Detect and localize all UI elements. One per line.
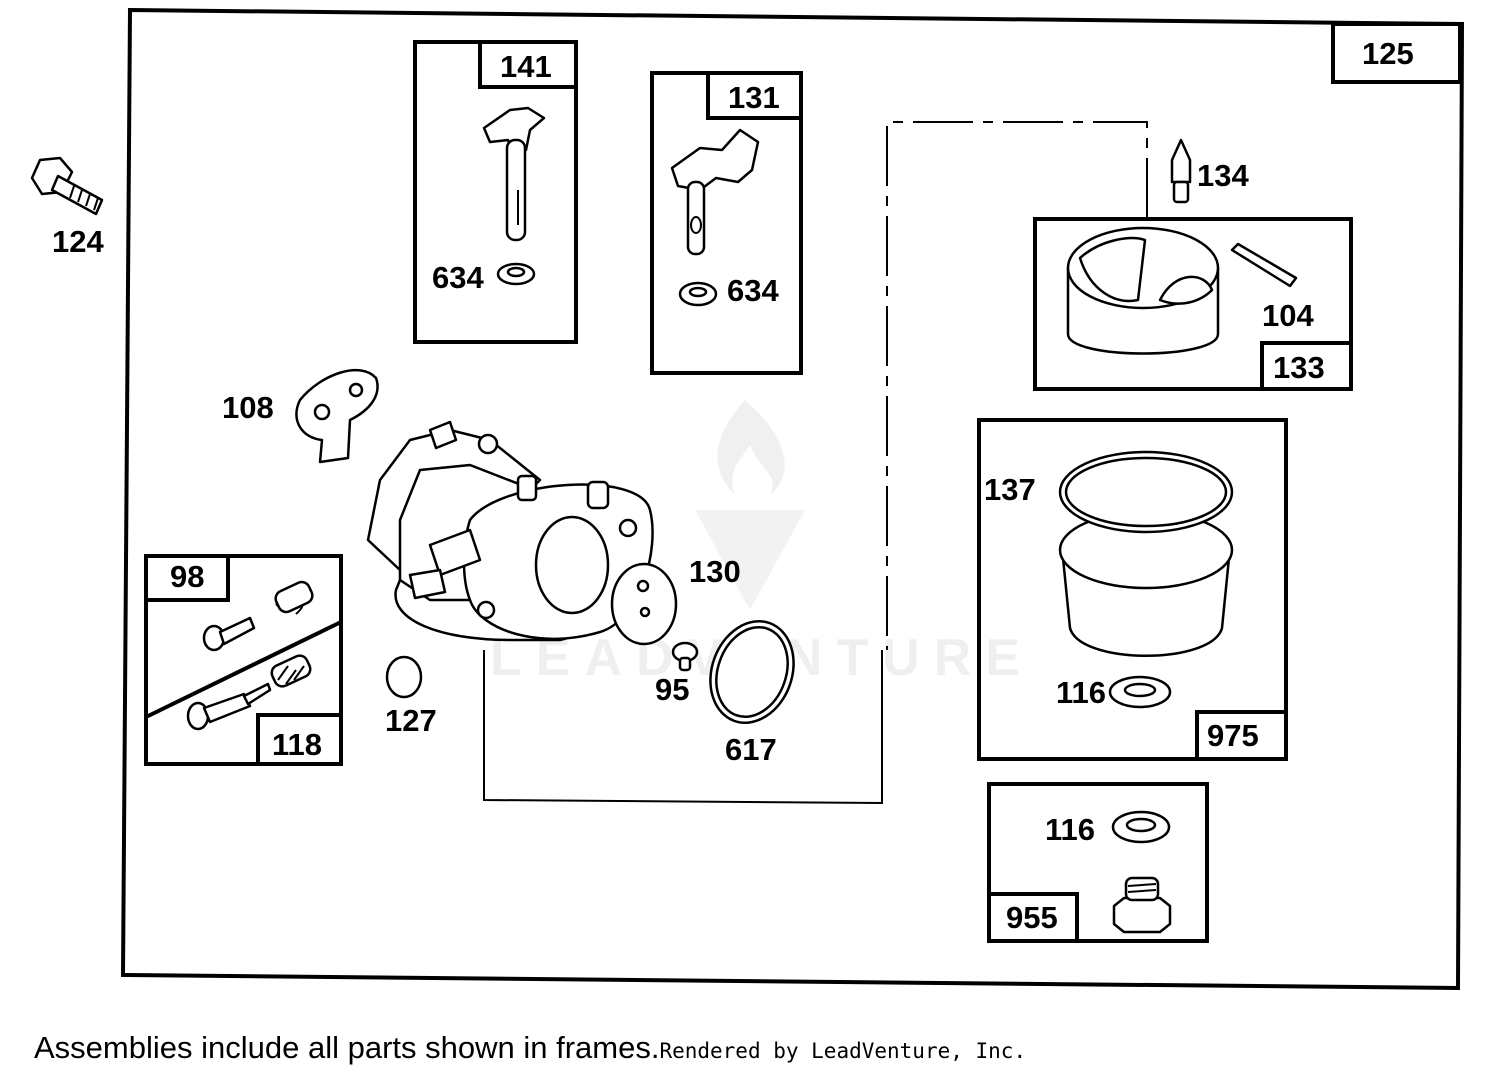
callout-98: 98 — [170, 559, 204, 594]
choke-shaft-131-part — [670, 128, 760, 256]
v-logo-icon — [695, 510, 805, 610]
callout-95: 95 — [655, 672, 689, 707]
dashed-group-outline — [886, 121, 1148, 650]
label-box-98 — [144, 554, 230, 602]
callout-955: 955 — [1006, 900, 1058, 935]
divider-98-118 — [145, 620, 342, 719]
callout-108: 108 — [222, 390, 274, 425]
assembly-note: Assemblies include all parts shown in fr… — [34, 1030, 660, 1065]
washer-116-b-part — [1111, 810, 1171, 844]
flame-logo-icon — [717, 400, 785, 495]
washer-634-b-part — [678, 281, 718, 307]
frame-955 — [987, 782, 1209, 943]
callout-133: 133 — [1273, 350, 1325, 385]
gasket-108-part — [295, 368, 379, 464]
callout-116-b: 116 — [1045, 812, 1095, 847]
callout-104: 104 — [1262, 298, 1314, 333]
spring-118-part — [270, 654, 312, 688]
callout-125: 125 — [1362, 36, 1414, 71]
spring-98-part — [274, 580, 314, 615]
label-box-975 — [1195, 710, 1288, 761]
welch-plug-127-part — [385, 655, 423, 699]
label-box-133 — [1260, 341, 1353, 391]
callout-134: 134 — [1197, 158, 1249, 193]
bolt-124-part — [30, 156, 104, 216]
credit-text: Rendered by LeadVenture, Inc. — [659, 1039, 1027, 1063]
callout-118: 118 — [272, 727, 322, 762]
label-box-131 — [706, 71, 803, 120]
float-bowl-975-part — [1058, 450, 1234, 657]
idle-screw-98-part — [202, 616, 256, 652]
bowl-nut-955-part — [1112, 876, 1172, 934]
float-133-part — [1066, 226, 1220, 355]
callout-127: 127 — [385, 703, 437, 738]
callout-634-b: 634 — [727, 273, 779, 308]
callout-130: 130 — [689, 554, 741, 589]
mixture-screw-118-part — [186, 682, 272, 731]
callout-137: 137 — [984, 472, 1036, 507]
carburetor-body-part — [366, 420, 654, 642]
frame-975 — [977, 418, 1288, 761]
callout-975: 975 — [1207, 718, 1259, 753]
washer-116-a-part — [1108, 675, 1172, 709]
callout-131: 131 — [728, 80, 780, 115]
callout-124: 124 — [52, 224, 104, 259]
callout-141: 141 — [500, 49, 552, 84]
frame-133 — [1033, 217, 1353, 391]
pin-104-part — [1230, 242, 1298, 288]
label-box-141 — [478, 40, 578, 89]
callout-617: 617 — [725, 732, 777, 767]
label-box-118 — [256, 713, 343, 766]
washer-634-part — [496, 262, 536, 286]
frame-125 — [120, 7, 1465, 991]
o-ring-617-part — [709, 620, 795, 724]
plate-130-part — [610, 562, 678, 646]
throttle-shaft-141-part — [482, 106, 546, 242]
needle-134-part — [1170, 138, 1192, 204]
footer-caption: Assemblies include all parts shown in fr… — [34, 1030, 1026, 1066]
frame-98-118 — [144, 554, 343, 766]
dashed-group-outline-bottom — [483, 650, 883, 805]
callout-116-a: 116 — [1056, 675, 1106, 710]
label-box-125 — [1331, 22, 1462, 84]
callout-634-a: 634 — [432, 260, 484, 295]
screw-95-part — [671, 641, 699, 672]
label-box-955 — [987, 892, 1079, 943]
